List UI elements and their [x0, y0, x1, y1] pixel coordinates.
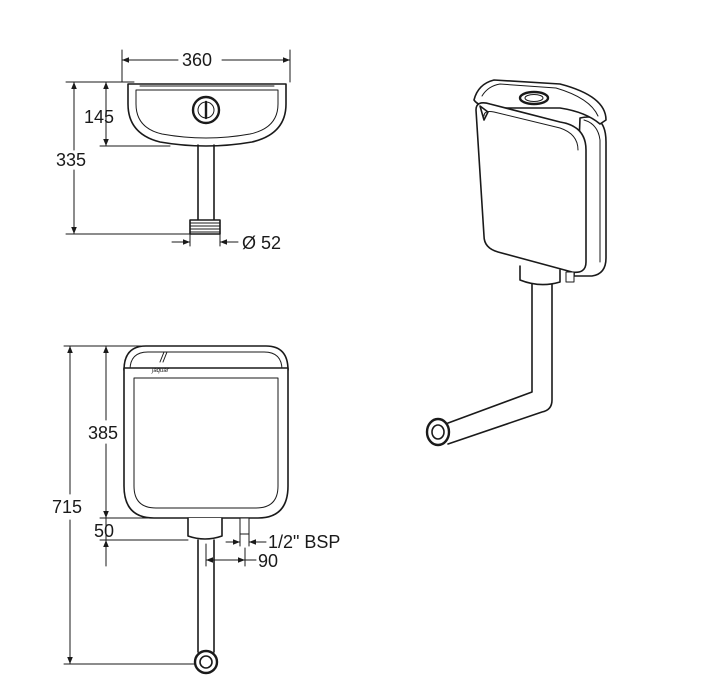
flush-button-icon [191, 95, 221, 125]
depth-label: 145 [84, 107, 114, 127]
dimension-pipe-diameter: Ø 52 [171, 233, 281, 253]
bottom-offset-label: 50 [94, 521, 114, 541]
inlet-offset-label: 90 [258, 551, 278, 571]
perspective-view [425, 79, 607, 447]
brand-text: jaquar [151, 368, 170, 374]
pipe-diameter-label: Ø 52 [242, 233, 281, 253]
total-depth-label: 335 [56, 150, 86, 170]
dimension-total-depth: 335 [56, 81, 191, 235]
top-view: 360 145 335 Ø 52 [56, 49, 291, 253]
dimension-height: 385 [88, 345, 151, 519]
front-view: jaquar 385 715 [52, 345, 340, 675]
top-view-pipe [189, 144, 221, 235]
top-view-cistern [127, 83, 287, 147]
total-height-label: 715 [52, 497, 82, 517]
dimension-inlet-offset: 90 [205, 543, 278, 571]
height-label: 385 [88, 423, 118, 443]
dimension-width: 360 [121, 49, 291, 83]
width-label: 360 [182, 50, 212, 70]
dimension-depth: 145 [84, 81, 171, 147]
dimension-total-height: 715 [52, 345, 195, 665]
brand-logo: jaquar [151, 351, 170, 374]
dimension-inlet: 1/2" BSP [225, 532, 340, 552]
perspective-pipe [425, 283, 553, 447]
dimension-bottom-offset: 50 [94, 517, 189, 567]
inlet-label: 1/2" BSP [268, 532, 340, 552]
perspective-flush-button-icon [518, 90, 550, 106]
